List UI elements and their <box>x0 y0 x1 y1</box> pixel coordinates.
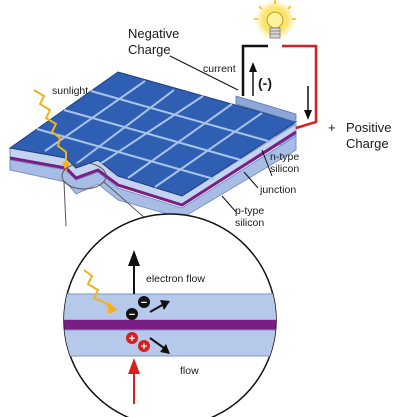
light-bulb-icon <box>254 0 296 40</box>
electron-motion-arrow <box>149 303 165 313</box>
hole-flow-arrow-head <box>128 358 140 374</box>
negative-charge-label-line2: Charge <box>128 42 171 57</box>
cell-top-surface <box>8 71 298 197</box>
electron-icon <box>138 296 150 308</box>
cell-grid-lines <box>36 80 269 188</box>
external-circuit <box>241 44 318 130</box>
p-type-label-line2: silicon <box>235 217 264 229</box>
hole-icon <box>126 332 138 344</box>
positive-charge-label: Positive <box>346 120 392 135</box>
hole-icon <box>138 340 150 352</box>
hole-symbol: + <box>129 333 135 345</box>
junction-label: junction <box>259 184 296 196</box>
electron-flow-label: electron flow <box>146 273 205 285</box>
positive-charge-label-line2: Charge <box>346 136 389 151</box>
top-terminal-strip <box>235 95 297 123</box>
return-arrow-head <box>304 110 312 120</box>
plus-sign-label: + <box>328 120 336 135</box>
current-arrow-head <box>249 62 257 72</box>
n-type-label-line2: silicon <box>270 163 299 175</box>
electron-flow-arrow-head <box>128 250 140 266</box>
hole-symbol: + <box>141 341 147 353</box>
electron-symbol: − <box>141 297 147 309</box>
electron-motion-arrow-head <box>160 300 170 310</box>
sunlight-arrow-head <box>62 162 70 172</box>
hole-motion-arrow <box>149 337 165 349</box>
inset-junction-band <box>64 320 276 330</box>
electron-icon <box>126 308 138 320</box>
inset-p-type-layer <box>64 329 276 357</box>
sunlight-ray-icon <box>33 89 67 166</box>
minus-sign-label: (-) <box>258 75 272 91</box>
electron-symbol: − <box>129 309 135 321</box>
n-type-label: n-type <box>270 151 299 163</box>
sunlight-label: sunlight <box>52 85 88 97</box>
inset-sunlight-arrow-head <box>108 302 118 314</box>
p-type-label: p-type <box>235 205 264 217</box>
hole-motion-arrow-head <box>160 344 170 354</box>
negative-charge-label: Negative <box>128 26 179 41</box>
current-label: current <box>203 63 236 75</box>
positive-wire <box>282 44 318 130</box>
magnified-inset: − − + + <box>63 213 277 417</box>
negative-wire <box>241 44 268 96</box>
inset-sunlight-ray-icon <box>83 269 113 309</box>
flow-label: flow <box>180 365 199 377</box>
